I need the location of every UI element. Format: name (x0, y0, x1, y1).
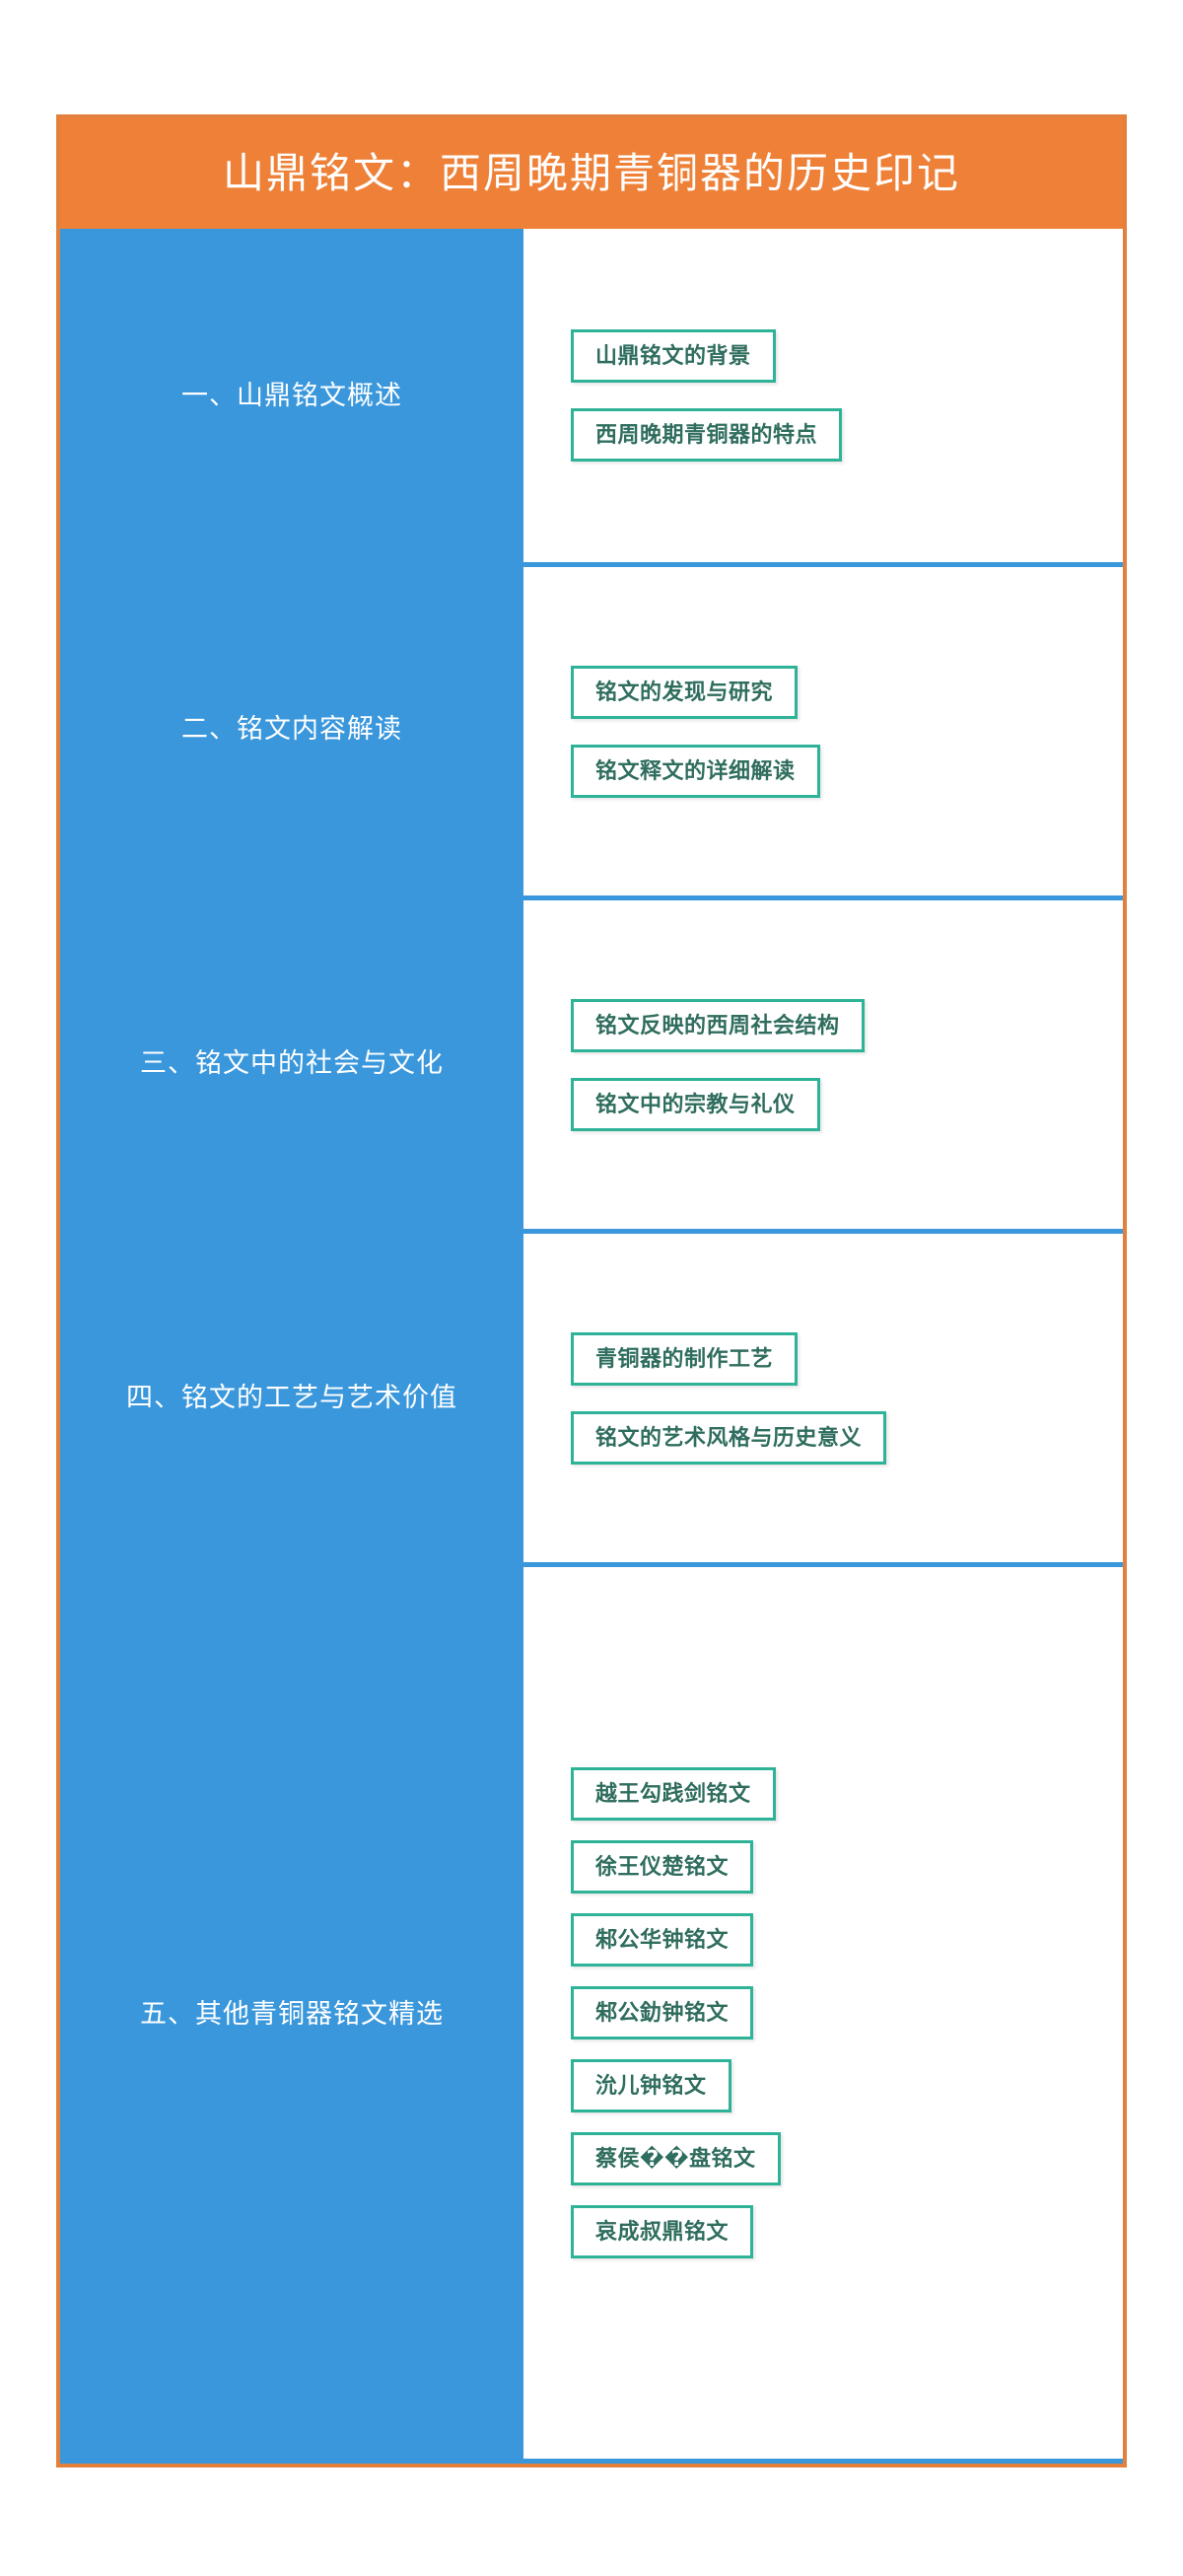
title-band: 山鼎铭文：西周晚期青铜器的历史印记 (60, 118, 1123, 229)
node-item[interactable]: 铭文的发现与研究 (571, 665, 799, 719)
node-column: 山鼎铭文的背景 西周晚期青铜器的特点 铭文的发现与研究 铭文释文的详细解读 铭文… (523, 229, 1123, 2464)
section-label-5: 五、其他青铜器铭文精选 (140, 1998, 444, 2029)
node-item[interactable]: 铭文释文的详细解读 (571, 744, 820, 798)
node-item[interactable]: 铭文反映的西周社会结构 (571, 998, 865, 1052)
node-item[interactable]: 沇儿钟铭文 (571, 2059, 731, 2113)
node-item[interactable]: 山鼎铭文的背景 (571, 329, 776, 384)
mindmap-card: 山鼎铭文：西周晚期青铜器的历史印记 一、山鼎铭文概述 二、铭文内容解读 三、铭文… (56, 114, 1127, 2468)
section-title-cell-2[interactable]: 二、铭文内容解读 (60, 563, 523, 897)
section-rail: 一、山鼎铭文概述 二、铭文内容解读 三、铭文中的社会与文化 四、铭文的工艺与艺术… (60, 229, 523, 2464)
node-item[interactable]: 邾公釛钟铭文 (571, 1986, 754, 2040)
node-group-4: 青铜器的制作工艺 铭文的艺术风格与历史意义 (523, 1229, 1123, 1563)
section-title-cell-4[interactable]: 四、铭文的工艺与艺术价值 (60, 1231, 523, 1565)
node-group-1: 山鼎铭文的背景 西周晚期青铜器的特点 (523, 229, 1123, 563)
node-item[interactable]: 铭文中的宗教与礼仪 (571, 1077, 820, 1131)
section-label-3: 三、铭文中的社会与文化 (140, 1048, 444, 1079)
page-title: 山鼎铭文：西周晚期青铜器的历史印记 (222, 150, 960, 196)
section-title-cell-3[interactable]: 三、铭文中的社会与文化 (60, 897, 523, 1232)
node-item[interactable]: 邾公华钟铭文 (571, 1913, 754, 1968)
node-item[interactable]: 青铜器的制作工艺 (571, 1331, 799, 1386)
section-label-4: 四、铭文的工艺与艺术价值 (126, 1382, 457, 1412)
section-label-2: 二、铭文内容解读 (181, 714, 402, 745)
node-item[interactable]: 越王勾践剑铭文 (571, 1767, 776, 1822)
node-item[interactable]: 哀成叔鼎铭文 (571, 2205, 754, 2259)
node-group-3: 铭文反映的西周社会结构 铭文中的宗教与礼仪 (523, 895, 1123, 1230)
section-title-cell-1[interactable]: 一、山鼎铭文概述 (60, 229, 523, 563)
node-item[interactable]: 蔡侯��盘铭文 (571, 2132, 781, 2186)
section-title-cell-5[interactable]: 五、其他青铜器铭文精选 (60, 1565, 523, 2464)
node-item[interactable]: 徐王仪楚铭文 (571, 1840, 754, 1895)
node-item[interactable]: 铭文的艺术风格与历史意义 (571, 1410, 887, 1465)
node-item[interactable]: 西周晚期青铜器的特点 (571, 408, 843, 463)
mindmap-body: 一、山鼎铭文概述 二、铭文内容解读 三、铭文中的社会与文化 四、铭文的工艺与艺术… (60, 229, 1123, 2464)
node-group-2: 铭文的发现与研究 铭文释文的详细解读 (523, 562, 1123, 896)
section-label-1: 一、山鼎铭文概述 (181, 380, 402, 410)
node-group-5: 越王勾践剑铭文 徐王仪楚铭文 邾公华钟铭文 邾公釛钟铭文 沇儿钟铭文 蔡侯��盘… (523, 1562, 1123, 2459)
